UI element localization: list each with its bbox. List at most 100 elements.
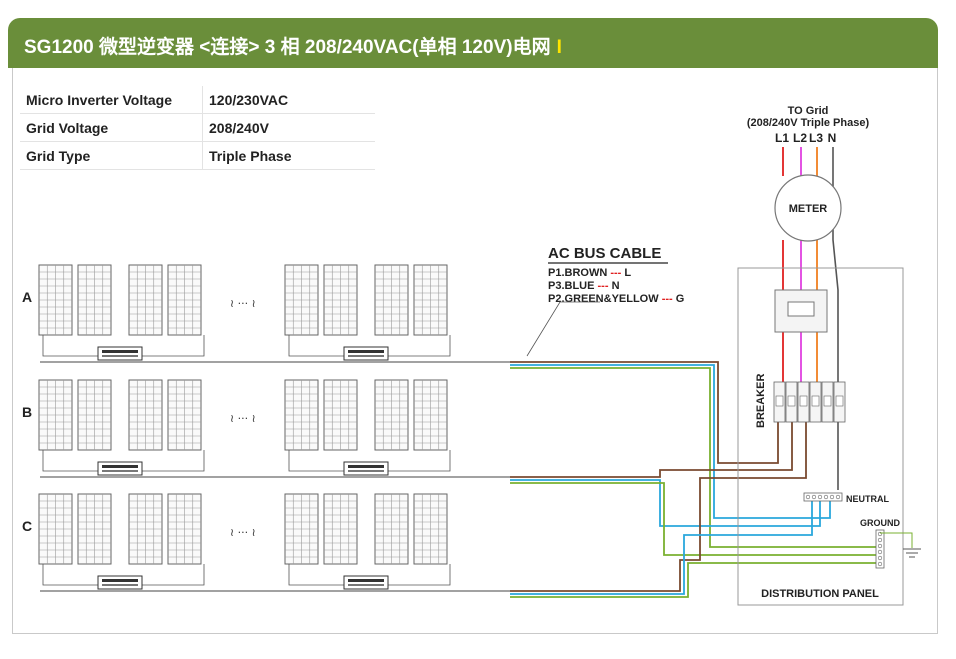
isolator-window [787,301,815,317]
micro-inverter-icon [343,461,389,476]
breaker-toggle [823,395,832,407]
ground-terminal [877,549,883,555]
solar-panel-icon [374,493,409,565]
legend-code: G [676,293,685,305]
panel-row: A ≀ ··· ≀ [22,264,510,363]
wire-green [510,562,876,598]
neutral-label: NEUTRAL [846,494,889,504]
breaker-toggle [787,395,796,407]
solar-panel-icon [413,379,448,451]
neutral-bar-icon [803,492,843,502]
phase-label: L2 [793,131,807,145]
row-label: C [22,518,32,534]
legend-code: L [624,267,631,279]
solar-panel-icon [323,493,358,565]
wire-blue [510,500,813,595]
legend-code: N [612,280,620,292]
breaker-toggle [799,395,808,407]
wire-blue [510,364,831,519]
neutral-terminal [829,494,835,500]
panel-row: C ≀ ··· ≀ [22,493,510,592]
legend-name: P3.BLUE [548,280,598,292]
legend-dash: --- [598,280,612,292]
ac-bus-title: AC BUS CABLE [548,245,661,262]
solar-panel-icon [374,379,409,451]
ground-terminal [877,543,883,549]
title-mark: I [556,37,562,58]
legend-name: P2.GREEN&YELLOW [548,293,662,305]
neutral-terminal [805,494,811,500]
micro-inverter-icon [343,346,389,361]
row-label: B [22,404,32,420]
content-frame [12,68,938,634]
solar-panel-icon [77,493,112,565]
grid-title: TO Grid [788,105,829,117]
solar-panel-icon [284,264,319,336]
row-label: A [22,289,32,305]
panel-row: B≀ ··· ≀ [22,379,510,478]
grid-subtitle: (208/240V Triple Phase) [747,117,870,129]
solar-panel-icon [167,493,202,565]
solar-panel-icon [38,493,73,565]
solar-panel-icon [38,379,73,451]
legend-name: P1.BROWN [548,267,610,279]
legend-item: P3.BLUE --- N [548,280,620,292]
ground-terminal [877,537,883,543]
spec-label: Micro Inverter Voltage [20,86,203,114]
row-ellipsis: ≀ ··· ≀ [230,526,256,539]
ground-terminal [877,531,883,537]
spec-value: 120/230VAC [202,86,375,114]
solar-panel-icon [413,264,448,336]
meter-icon [774,174,842,242]
wire-green [510,367,876,548]
solar-panel-icon [38,264,73,336]
dc-wire [142,335,205,357]
ground-symbol-icon [880,532,921,558]
page-title: SG1200 微型逆变器 <连接> 3 相 208/240VAC(单相 120V… [24,32,562,59]
title-text: SG1200 微型逆变器 <连接> 3 相 208/240VAC(单相 120V… [24,37,551,58]
spec-label: Grid Type [20,141,203,170]
legend-dash: --- [662,293,676,305]
dc-wire [288,564,344,586]
phase-label: L1 [775,131,789,145]
spec-value: Triple Phase [202,141,375,170]
dc-wire [388,335,451,357]
wire-green [510,482,876,556]
distribution-panel-box [737,267,904,606]
ground-bar [875,529,885,569]
micro-inverter-icon [97,575,143,590]
wire-brown [510,420,793,478]
solar-panel-icon [128,264,163,336]
solar-panel-icon [128,493,163,565]
legend-dash: --- [610,267,624,279]
dc-wire [288,450,344,472]
dc-wire [142,450,205,472]
legend-item: P2.GREEN&YELLOW --- G [548,293,684,305]
solar-panel-icon [77,264,112,336]
spec-label: Grid Voltage [20,113,203,142]
ground-terminal [877,555,883,561]
solar-panel-icon [374,264,409,336]
legend-item: P1.BROWN --- L [548,267,631,279]
title-bar: SG1200 微型逆变器 <连接> 3 相 208/240VAC(单相 120V… [8,18,938,68]
neutral-terminal [811,494,817,500]
micro-inverter-icon [97,346,143,361]
micro-inverter-icon [343,575,389,590]
distribution-panel-label: DISTRIBUTION PANEL [761,588,879,600]
neutral-terminal [835,494,841,500]
row-ellipsis: ≀ ··· ≀ [230,297,256,310]
solar-panel-icon [284,493,319,565]
dc-wire [388,564,451,586]
solar-panel-groups: A ≀ ··· ≀ B≀ ··· ≀ C ≀ ··· ≀ [22,264,510,592]
ground-bar-icon [875,529,885,569]
ac-bus-legend: P1.BROWN --- LP3.BLUE --- NP2.GREEN&YELL… [548,267,684,305]
solar-panel-icon [323,264,358,336]
dc-wire [388,450,451,472]
breaker-toggle [811,395,820,407]
wire-blue [510,479,821,527]
breaker-toggle [835,395,844,407]
